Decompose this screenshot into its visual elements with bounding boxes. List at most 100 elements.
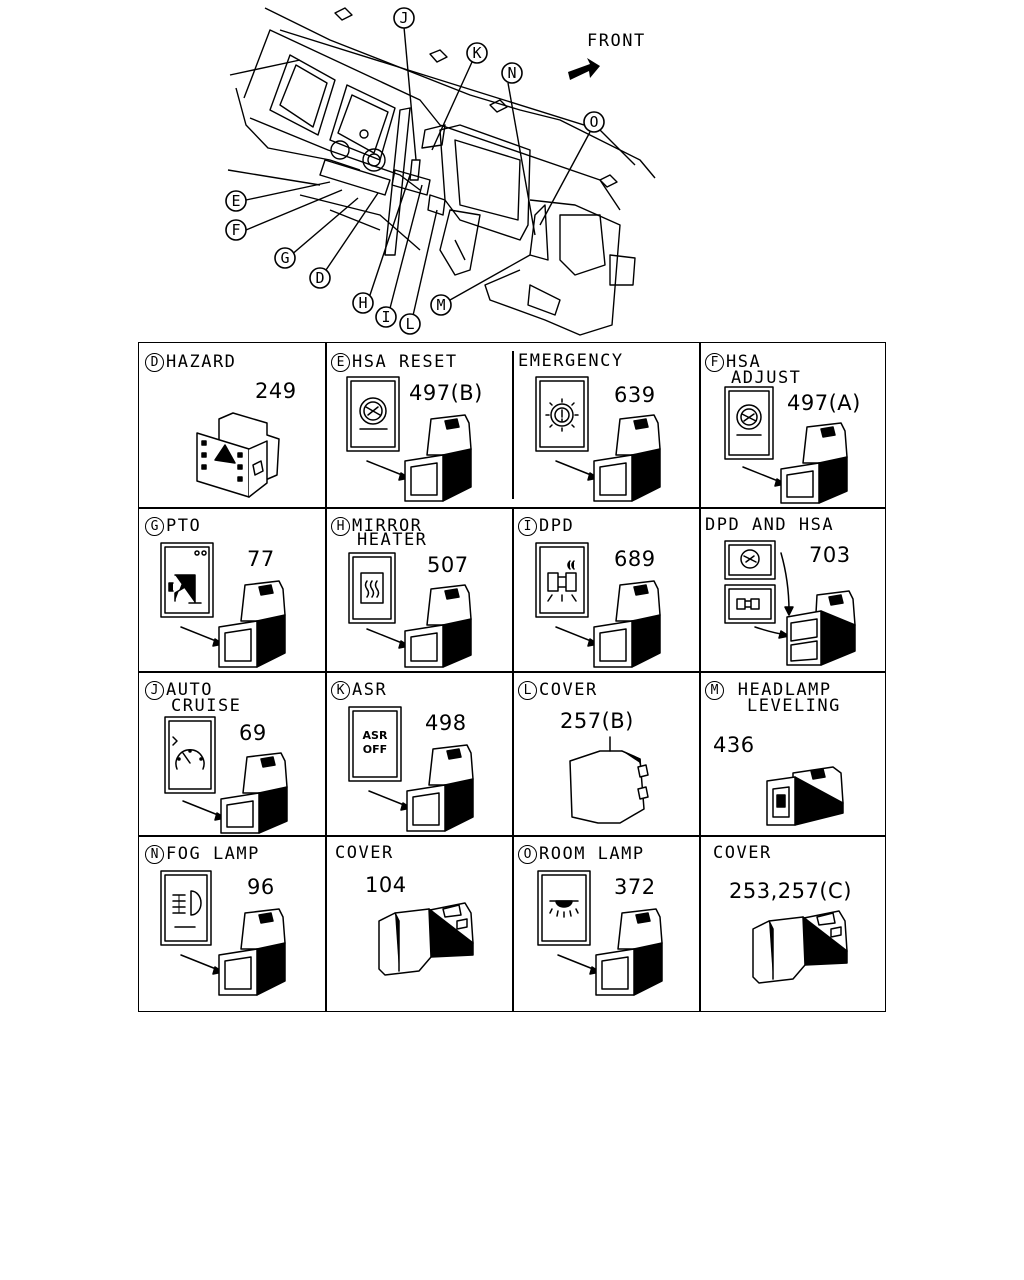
svg-text:I: I xyxy=(381,308,390,326)
part-number: 96 xyxy=(247,875,275,899)
callout-g: G xyxy=(274,247,296,269)
front-label: FRONT xyxy=(587,31,646,51)
panel-title: COVER xyxy=(713,843,772,863)
svg-text:E: E xyxy=(231,192,240,210)
callout-k: K xyxy=(466,42,488,64)
dpd-hsa-icon xyxy=(724,540,856,666)
part-number: 639 xyxy=(614,383,656,407)
panel-title: EMERGENCY xyxy=(518,351,624,371)
asr-off-icon: ASR OFF xyxy=(348,706,474,832)
letter-badge: E xyxy=(331,353,350,372)
letter-badge: J xyxy=(145,681,164,700)
off-icon-text: OFF xyxy=(363,743,387,756)
callout-o: O xyxy=(583,111,605,133)
panel-title-line2: CRUISE xyxy=(171,696,242,716)
panel-title: DPD xyxy=(539,516,575,536)
svg-text:J: J xyxy=(399,9,408,27)
mirror-heater-icon xyxy=(348,552,472,668)
svg-text:O: O xyxy=(589,113,598,131)
svg-text:G: G xyxy=(280,249,289,267)
blank-cover-icon xyxy=(569,736,649,824)
panel-title: ASR xyxy=(352,680,388,700)
panel-title-line1: HSA xyxy=(726,352,762,372)
callout-d: D xyxy=(309,267,331,289)
asr-icon-text: ASR xyxy=(363,729,388,742)
panel-headlamp-leveling: M HEADLAMP LEVELING 436 xyxy=(699,671,885,835)
panel-title: HSA RESET xyxy=(352,352,458,372)
letter-badge: I xyxy=(518,517,537,536)
part-number: 372 xyxy=(614,875,656,899)
panel-title: DPD AND HSA xyxy=(705,515,835,535)
panel-title: HAZARD xyxy=(166,352,237,372)
panel-cover-104: COVER 104 xyxy=(325,835,512,1011)
panel-title: COVER xyxy=(335,843,394,863)
letter-badge: F xyxy=(705,353,724,372)
part-number: 507 xyxy=(427,553,469,577)
part-number: 497(A) xyxy=(787,391,861,415)
callout-e: E xyxy=(225,190,247,212)
letter-badge: O xyxy=(518,845,537,864)
panel-title-line1: MIRROR xyxy=(352,516,423,536)
callout-l: L xyxy=(399,313,421,335)
panel-title-line2: HEATER xyxy=(357,530,428,550)
part-number: 253,257(C) xyxy=(729,879,852,903)
front-arrow-icon xyxy=(568,58,600,80)
letter-badge: D xyxy=(145,353,164,372)
panel-title-line1: AUTO xyxy=(166,680,213,700)
pto-icon xyxy=(160,542,286,668)
svg-text:M: M xyxy=(436,296,445,314)
part-number: 257(B) xyxy=(560,709,634,733)
exhaust-brake-icon xyxy=(535,376,661,502)
headlamp-leveling-switch-icon xyxy=(766,766,844,826)
panel-title: PTO xyxy=(166,516,202,536)
panel-title-line1: HEADLAMP xyxy=(737,680,832,700)
callout-h: H xyxy=(352,292,374,314)
cover-cap-icon xyxy=(752,910,848,984)
cruise-icon xyxy=(164,716,288,834)
callout-i: I xyxy=(375,306,397,328)
letter-badge: H xyxy=(331,517,350,536)
part-number: 497(B) xyxy=(409,381,483,405)
part-number: 703 xyxy=(809,543,851,567)
letter-badge: M xyxy=(705,681,724,700)
svg-text:N: N xyxy=(507,64,516,82)
part-number: 689 xyxy=(614,547,656,571)
letter-badge: L xyxy=(518,681,537,700)
hsa-icon xyxy=(346,376,472,502)
hsa-icon xyxy=(724,386,848,504)
callout-f: F xyxy=(225,219,247,241)
panel-title-line2: ADJUST xyxy=(731,368,802,388)
dashboard-overview-drawing: FRONT J K N O E F G D H I L M xyxy=(225,7,656,336)
svg-text:F: F xyxy=(231,221,240,239)
fog-lamp-icon xyxy=(160,870,286,996)
svg-text:H: H xyxy=(358,294,367,312)
dpd-icon xyxy=(535,542,661,668)
svg-text:D: D xyxy=(315,269,324,287)
part-number: 77 xyxy=(247,547,275,571)
room-lamp-icon xyxy=(537,870,663,996)
letter-badge: G xyxy=(145,517,164,536)
part-number: 104 xyxy=(365,873,407,897)
part-number: 498 xyxy=(425,711,467,735)
cover-cap-icon xyxy=(378,902,474,976)
letter-badge: K xyxy=(331,681,350,700)
callout-n: N xyxy=(501,62,523,84)
callout-j: J xyxy=(393,7,415,29)
panel-cover-253: COVER 253,257(C) xyxy=(699,835,885,1011)
part-number: 69 xyxy=(239,721,267,745)
panel-title: COVER xyxy=(539,680,598,700)
panel-title: FOG LAMP xyxy=(166,844,260,864)
callout-m: M xyxy=(430,294,452,316)
panel-title: ROOM LAMP xyxy=(539,844,645,864)
svg-text:L: L xyxy=(405,315,414,333)
